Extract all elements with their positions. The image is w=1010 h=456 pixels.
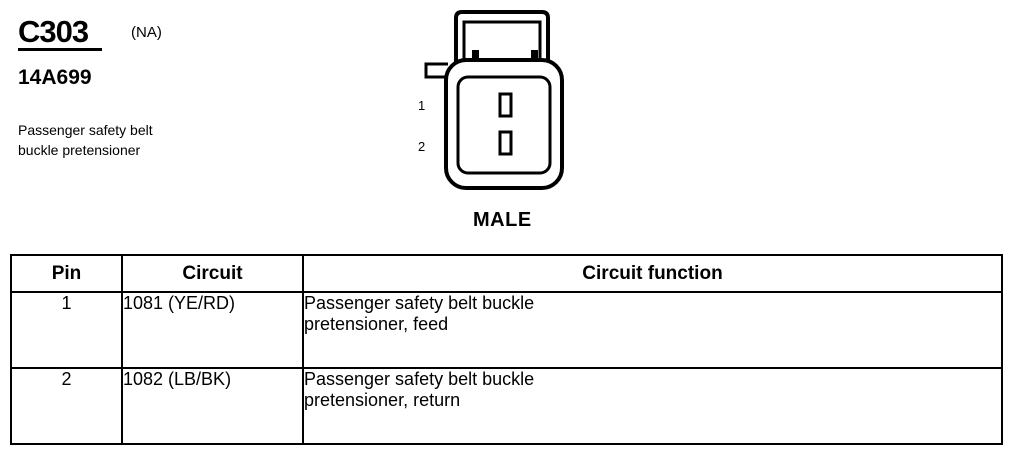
function-cell: Passenger safety belt buckle pretensione… xyxy=(302,367,1003,445)
connector-code-underline xyxy=(18,48,102,51)
function-cell: Passenger safety belt buckle pretensione… xyxy=(302,291,1003,369)
connector-latch xyxy=(454,10,550,78)
header-circuit-function: Circuit function xyxy=(302,254,1003,293)
pin-1-terminal xyxy=(498,92,513,118)
market-label: (NA) xyxy=(131,24,162,41)
description-line-1: Passenger safety belt xyxy=(18,122,153,138)
circuit-cell: 1081 (YE/RD) xyxy=(121,291,304,369)
pin-table: Pin Circuit Circuit function 1 1081 (YE/… xyxy=(10,254,1003,445)
connector-description: Passenger safety belt buckle pretensione… xyxy=(18,120,208,160)
function-line-2: pretensioner, return xyxy=(304,390,461,410)
part-number: 14A699 xyxy=(18,66,92,89)
pin-cell: 2 xyxy=(10,367,123,445)
function-line-1: Passenger safety belt buckle xyxy=(304,369,535,389)
connector-code: C303 xyxy=(18,14,89,49)
table-row: 2 1082 (LB/BK) Passenger safety belt buc… xyxy=(10,367,1003,445)
function-line-1: Passenger safety belt buckle xyxy=(304,293,535,313)
connector-latch-inner xyxy=(462,20,542,74)
table-header-row: Pin Circuit Circuit function xyxy=(10,254,1003,293)
description-line-2: buckle pretensioner xyxy=(18,142,141,158)
connector-diagram: 1 2 xyxy=(418,10,564,190)
pin-2-label: 2 xyxy=(418,139,425,154)
pin-1-label: 1 xyxy=(418,98,425,113)
pin-2-terminal xyxy=(498,130,513,156)
connector-key-tab xyxy=(424,62,448,79)
header-circuit: Circuit xyxy=(121,254,304,293)
connector-face xyxy=(456,75,552,175)
pin-cell: 1 xyxy=(10,291,123,369)
connector-gender: MALE xyxy=(473,209,532,231)
circuit-cell: 1082 (LB/BK) xyxy=(121,367,304,445)
function-line-2: pretensioner, feed xyxy=(304,314,449,334)
table-row: 1 1081 (YE/RD) Passenger safety belt buc… xyxy=(10,291,1003,369)
header-pin: Pin xyxy=(10,254,123,293)
